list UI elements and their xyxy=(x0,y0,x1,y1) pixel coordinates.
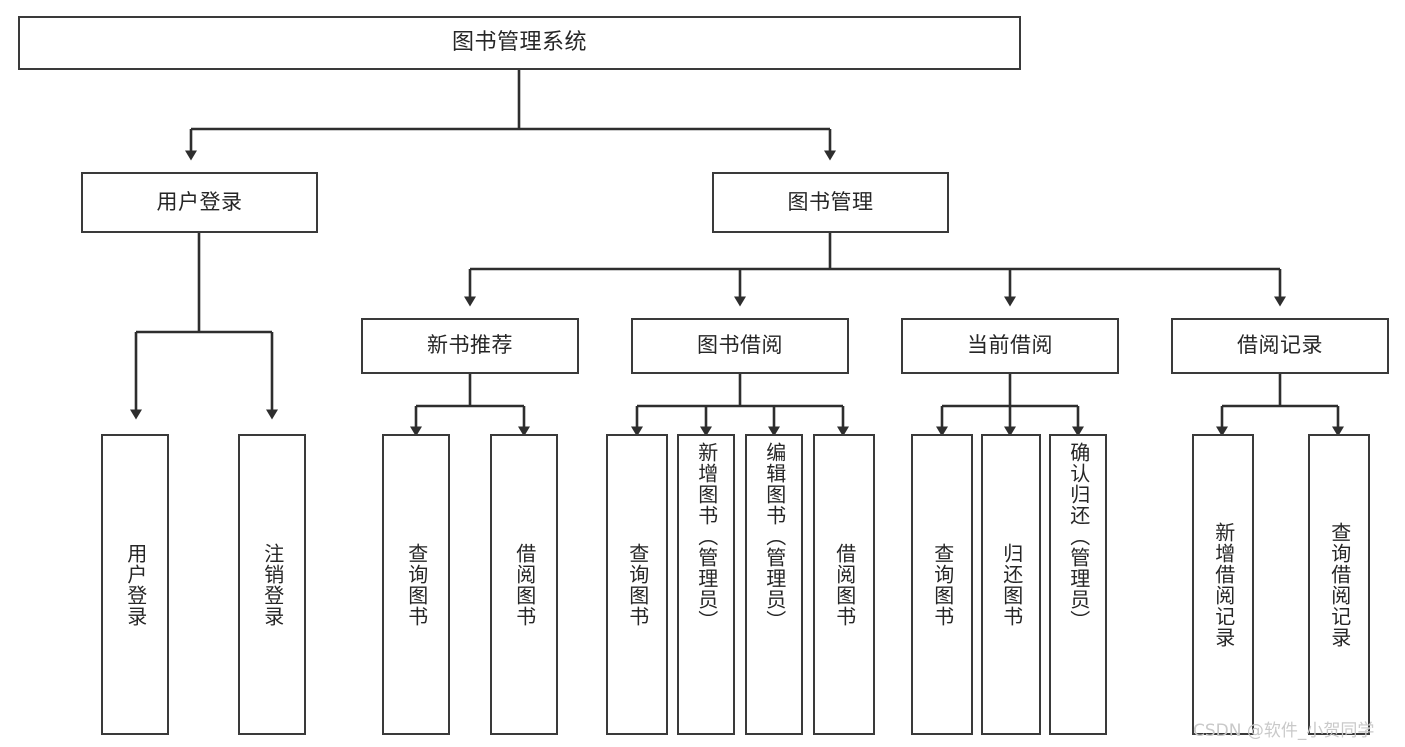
csdn-watermark: CSDN @软件_小贺同学 xyxy=(1193,721,1375,741)
node-new-book-recommend[interactable]: 新书推荐 xyxy=(361,318,579,374)
node-label: 借阅图书 xyxy=(832,542,857,627)
leaf-user-login[interactable]: 用户登录 xyxy=(101,434,169,735)
node-label: 图书借阅 xyxy=(697,333,783,358)
node-label: 借阅记录 xyxy=(1237,333,1323,358)
leaf-newbook-query-book[interactable]: 查询图书 xyxy=(382,434,450,735)
leaf-borrowrecord-add-record[interactable]: 新增借阅记录 xyxy=(1192,434,1254,735)
leaf-currentborrow-query-book[interactable]: 查询图书 xyxy=(911,434,973,735)
node-label: 查询图书 xyxy=(930,542,955,627)
node-label: 查询图书 xyxy=(404,542,429,627)
leaf-bookborrow-edit-book-admin[interactable]: 编辑图书（管理员） xyxy=(745,434,803,735)
node-label: 查询借阅记录 xyxy=(1327,521,1352,648)
node-label: 归还图书 xyxy=(999,542,1024,627)
leaf-newbook-borrow-book[interactable]: 借阅图书 xyxy=(490,434,558,735)
node-label: 查询图书 xyxy=(625,542,650,627)
node-label: 注销登录 xyxy=(260,542,285,627)
leaf-bookborrow-borrow-book[interactable]: 借阅图书 xyxy=(813,434,875,735)
node-label: 新增图书（管理员） xyxy=(694,442,719,631)
node-label: 用户登录 xyxy=(156,189,243,214)
node-label: 借阅图书 xyxy=(512,542,537,627)
leaf-bookborrow-add-book-admin[interactable]: 新增图书（管理员） xyxy=(677,434,735,735)
leaf-borrowrecord-query-record[interactable]: 查询借阅记录 xyxy=(1308,434,1370,735)
node-borrow-record[interactable]: 借阅记录 xyxy=(1171,318,1389,374)
node-label: 编辑图书（管理员） xyxy=(762,442,787,631)
node-label: 新增借阅记录 xyxy=(1211,521,1236,648)
node-book-borrow[interactable]: 图书借阅 xyxy=(631,318,849,374)
node-label: 图书管理 xyxy=(787,189,874,214)
leaf-currentborrow-confirm-return-admin[interactable]: 确认归还（管理员） xyxy=(1049,434,1107,735)
node-book-management[interactable]: 图书管理 xyxy=(712,172,949,233)
node-root-book-management-system[interactable]: 图书管理系统 xyxy=(18,16,1021,70)
node-label: 图书管理系统 xyxy=(451,29,587,55)
leaf-currentborrow-return-book[interactable]: 归还图书 xyxy=(981,434,1041,735)
leaf-logout[interactable]: 注销登录 xyxy=(238,434,306,735)
node-label: 确认归还（管理员） xyxy=(1066,442,1091,631)
leaf-bookborrow-query-book[interactable]: 查询图书 xyxy=(606,434,668,735)
node-current-borrow[interactable]: 当前借阅 xyxy=(901,318,1119,374)
node-label: 用户登录 xyxy=(123,542,148,627)
node-label: 当前借阅 xyxy=(967,333,1053,358)
node-user-login[interactable]: 用户登录 xyxy=(81,172,318,233)
node-label: 新书推荐 xyxy=(427,333,513,358)
